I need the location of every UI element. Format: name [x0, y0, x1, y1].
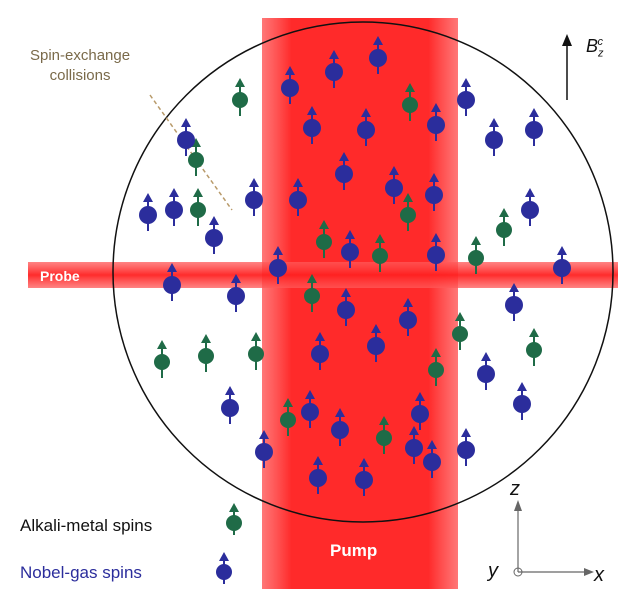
noble-spin	[411, 392, 429, 430]
noble-spin	[513, 382, 531, 420]
noble-spin	[255, 430, 273, 468]
noble-spin	[309, 456, 327, 494]
noble-spin	[355, 458, 373, 496]
b-field-subscript: z	[598, 47, 604, 60]
noble-spin	[427, 233, 445, 271]
noble-spin	[269, 246, 287, 284]
noble-spin	[369, 36, 387, 74]
noble-spin	[427, 103, 445, 141]
noble-spin	[457, 78, 475, 116]
callout-line-1: Spin-exchange	[30, 47, 131, 64]
noble-spin	[521, 188, 539, 226]
noble-spin	[357, 108, 375, 146]
noble-spin	[139, 193, 157, 231]
noble-spin	[303, 106, 321, 144]
noble-spin	[301, 390, 319, 428]
vapor-cell-outline	[112, 21, 614, 523]
noble-spin	[423, 440, 441, 478]
pump-beam	[262, 18, 458, 589]
alkali-spin	[304, 274, 320, 312]
legend-alkali-label: Alkali-metal spins	[20, 516, 153, 535]
alkali-spin	[232, 78, 248, 116]
alkali-spin	[468, 236, 484, 274]
noble-spin	[289, 178, 307, 216]
alkali-spin	[280, 398, 296, 436]
noble-spin	[331, 408, 349, 446]
alkali-spin	[428, 348, 444, 386]
b-field-arrow	[562, 34, 572, 100]
noble-spin	[457, 428, 475, 466]
alkali-spin	[452, 312, 468, 350]
alkali-spin	[400, 193, 416, 231]
legend-noble-label: Nobel-gas spins	[20, 563, 142, 582]
b-field-superscript: c	[597, 36, 604, 48]
axis-y-label: y	[488, 560, 498, 582]
legend-alkali-glyph	[226, 503, 242, 535]
noble-spin	[165, 188, 183, 226]
noble-spin	[553, 246, 571, 284]
probe-beam	[28, 262, 618, 288]
noble-spin	[335, 152, 353, 190]
b-field-label: Bzc	[586, 36, 604, 60]
axis-z-label: z	[510, 478, 520, 500]
callout-line-2: collisions	[49, 67, 111, 84]
noble-spin	[221, 386, 239, 424]
alkali-spin	[372, 234, 388, 272]
noble-spin	[385, 166, 403, 204]
noble-spin	[245, 178, 263, 216]
coordinate-axes	[513, 500, 594, 577]
noble-spin	[399, 298, 417, 336]
alkali-spin	[526, 328, 542, 366]
alkali-spin	[376, 416, 392, 454]
noble-spin	[477, 352, 495, 390]
noble-spin	[337, 288, 355, 326]
legend-noble-glyph	[216, 552, 232, 584]
pump-label: Pump	[330, 541, 378, 560]
noble-spin	[227, 274, 245, 312]
b-field-symbol: B	[586, 36, 599, 56]
noble-spin	[325, 50, 343, 88]
probe-label: Probe	[40, 268, 80, 284]
noble-spin	[177, 118, 195, 156]
noble-spin	[485, 118, 503, 156]
alkali-spin	[154, 340, 170, 378]
callout-pointer	[149, 94, 233, 211]
alkali-spin	[198, 334, 214, 372]
spin-exchange-callout: Spin-exchange collisions	[30, 46, 130, 86]
alkali-spin	[316, 220, 332, 258]
spin-particles	[139, 36, 571, 496]
alkali-spin	[190, 188, 206, 226]
noble-spin	[525, 108, 543, 146]
noble-spin	[311, 332, 329, 370]
noble-spin	[281, 66, 299, 104]
noble-spin	[367, 324, 385, 362]
noble-spin	[505, 283, 523, 321]
alkali-spin	[248, 332, 264, 370]
alkali-spin	[402, 83, 418, 121]
alkali-spin	[496, 208, 512, 246]
noble-spin	[205, 216, 223, 254]
noble-spin	[341, 230, 359, 268]
axis-x-label: x	[594, 564, 604, 586]
noble-spin	[163, 263, 181, 301]
noble-spin	[405, 426, 423, 464]
noble-spin	[425, 173, 443, 211]
